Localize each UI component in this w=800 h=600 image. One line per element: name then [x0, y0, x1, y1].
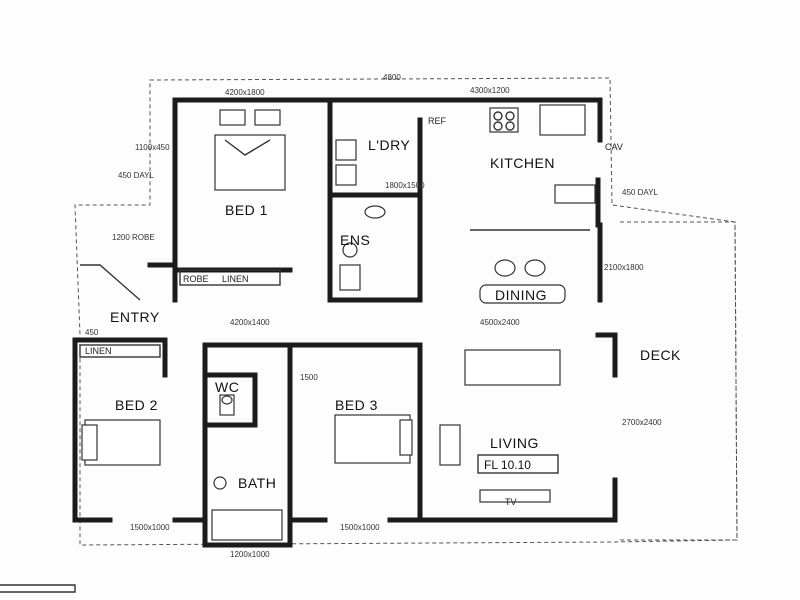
cavity-label: CAV — [605, 142, 623, 152]
ref-label: REF — [428, 116, 447, 126]
exterior-walls — [72, 97, 618, 548]
robe-label: ROBE — [183, 274, 209, 284]
floor-level-label: FL 10.10 — [484, 458, 531, 472]
robe-bed1 — [179, 269, 281, 286]
bath-fixtures — [211, 476, 283, 541]
dim-hall: 450 — [85, 328, 99, 337]
kitchen-fixtures — [470, 104, 596, 231]
dim-bed-dim: 4200x1400 — [230, 318, 270, 327]
room-label-dining: DINING — [495, 287, 547, 303]
dim-bed1-side2: 450 DAYL — [118, 171, 154, 180]
dim-wc: 1500 — [300, 373, 318, 382]
dim-bed1-side: 1100x450 — [135, 143, 170, 152]
room-label-bed2: BED 2 — [115, 397, 158, 413]
bed3-furniture — [334, 414, 413, 464]
bed2-furniture — [81, 419, 161, 466]
living-furniture — [439, 349, 561, 503]
room-label-entry: ENTRY — [110, 309, 160, 325]
dim-bath-window: 1200x1000 — [230, 550, 270, 559]
dim-dining-window: 2100x1800 — [604, 263, 644, 272]
room-label-kitchen: KITCHEN — [490, 155, 555, 171]
room-label-laundry: L'DRY — [368, 137, 410, 153]
dim-laundry-window: 1800x1500 — [385, 181, 425, 190]
dim-bed3-window: 1500x1000 — [340, 523, 380, 532]
laundry-fixtures — [335, 139, 357, 186]
eave-line — [74, 77, 738, 546]
bed1-furniture — [214, 109, 286, 191]
room-label-living: LIVING — [490, 435, 539, 451]
linen-label: LINEN — [222, 274, 249, 284]
entry-door — [80, 264, 141, 301]
floor-level-box — [477, 454, 559, 474]
room-label-wc: WC — [215, 379, 239, 395]
room-label-ens: ENS — [340, 232, 370, 248]
room-label-deck: DECK — [640, 347, 681, 363]
dim-bed1-window: 4200x1800 — [225, 88, 265, 97]
tv-label: TV — [505, 497, 517, 507]
scale-bar — [0, 584, 76, 593]
dim-top-height: 4800 — [383, 73, 401, 82]
room-label-bath: BATH — [238, 475, 276, 491]
deck-boundary — [620, 221, 738, 541]
dining-table — [479, 259, 566, 304]
linen-label-2: LINEN — [85, 346, 112, 356]
ens-fixtures — [339, 205, 386, 291]
dim-living-window: 4500x2400 — [480, 318, 520, 327]
dim-entry-robe: 1200 ROBE — [112, 233, 155, 242]
dim-deck-window: 2700x2400 — [622, 418, 662, 427]
robe-bed2 — [79, 344, 161, 358]
dim-bed2-window: 1500x1000 — [130, 523, 170, 532]
dim-kitchen-window: 4300x1200 — [470, 86, 510, 95]
room-label-bed3: BED 3 — [335, 397, 378, 413]
room-label-bed1: BED 1 — [225, 202, 268, 218]
dim-kitchen-side: 450 DAYL — [622, 188, 658, 197]
wc-fixtures — [219, 394, 235, 416]
